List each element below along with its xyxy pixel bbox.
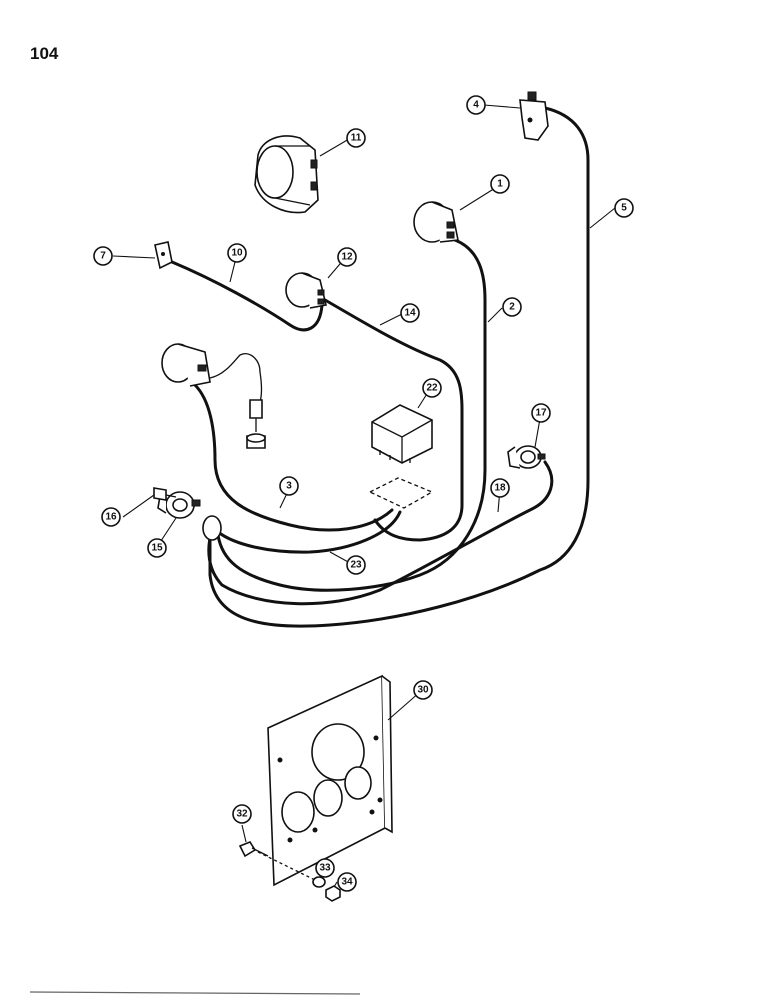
callout-number: 32 — [236, 809, 248, 820]
page-number: 104 — [30, 44, 59, 63]
callout-16: 16 — [101, 507, 121, 527]
callout-34: 34 — [337, 872, 357, 892]
callout-10: 10 — [227, 243, 247, 263]
callout-4: 4 — [466, 95, 486, 115]
junction-outline — [368, 477, 434, 509]
callout-number: 15 — [151, 543, 163, 554]
callout-17: 17 — [531, 403, 551, 423]
callout-number: 7 — [100, 251, 106, 262]
callout-number: 1 — [497, 179, 503, 190]
callout-number: 30 — [417, 685, 429, 696]
nut-34 — [325, 885, 341, 902]
bolt-32 — [238, 841, 269, 858]
bolt-axis — [257, 851, 316, 881]
key-16 — [153, 487, 177, 501]
gauge-11 — [254, 135, 319, 214]
callout-1: 1 — [490, 174, 510, 194]
wire-14 — [323, 298, 464, 542]
wire-10 — [170, 260, 324, 332]
callout-7: 7 — [93, 246, 113, 266]
sender-4 — [519, 91, 549, 141]
callout-12: 12 — [337, 247, 357, 267]
callout-23: 23 — [346, 555, 366, 575]
callout-number: 3 — [286, 481, 292, 492]
regulator-22 — [371, 404, 433, 464]
callout-22: 22 — [422, 378, 442, 398]
callout-18: 18 — [490, 478, 510, 498]
instrument-panel-30 — [267, 674, 393, 887]
callout-30: 30 — [413, 680, 433, 700]
callout-number: 2 — [509, 302, 515, 313]
gauge-1 — [413, 201, 459, 243]
callout-14: 14 — [400, 303, 420, 323]
callout-number: 5 — [621, 203, 627, 214]
callout-32: 32 — [232, 804, 252, 824]
bracket-7 — [154, 241, 173, 270]
callout-number: 23 — [350, 560, 362, 571]
wire-18 — [207, 460, 554, 606]
callout-number: 22 — [426, 383, 438, 394]
washer-33 — [312, 876, 326, 888]
callout-number: 4 — [473, 100, 479, 111]
callout-11: 11 — [346, 128, 366, 148]
callout-33: 33 — [315, 858, 335, 878]
wire-5 — [208, 106, 590, 628]
callout-number: 18 — [494, 483, 506, 494]
gauge-12 — [285, 272, 327, 309]
callout-number: 12 — [341, 252, 353, 263]
temperature-gauge — [161, 343, 266, 449]
callout-number: 14 — [404, 308, 416, 319]
callout-number: 10 — [231, 248, 243, 259]
callout-number: 33 — [319, 863, 331, 874]
horn-button-17 — [507, 445, 546, 469]
callout-number: 11 — [351, 133, 362, 144]
callout-number: 16 — [105, 512, 117, 523]
wire-23 — [216, 510, 402, 554]
wire-2 — [216, 238, 487, 592]
callout-5: 5 — [614, 198, 634, 218]
callout-15: 15 — [147, 538, 167, 558]
callout-2: 2 — [502, 297, 522, 317]
callout-number: 34 — [341, 877, 353, 888]
grommet — [202, 515, 222, 541]
callout-number: 17 — [535, 408, 547, 419]
scan-artifact-line — [29, 991, 361, 995]
wire-3 — [193, 383, 394, 532]
callout-3: 3 — [279, 476, 299, 496]
sender-capillary — [209, 353, 263, 403]
